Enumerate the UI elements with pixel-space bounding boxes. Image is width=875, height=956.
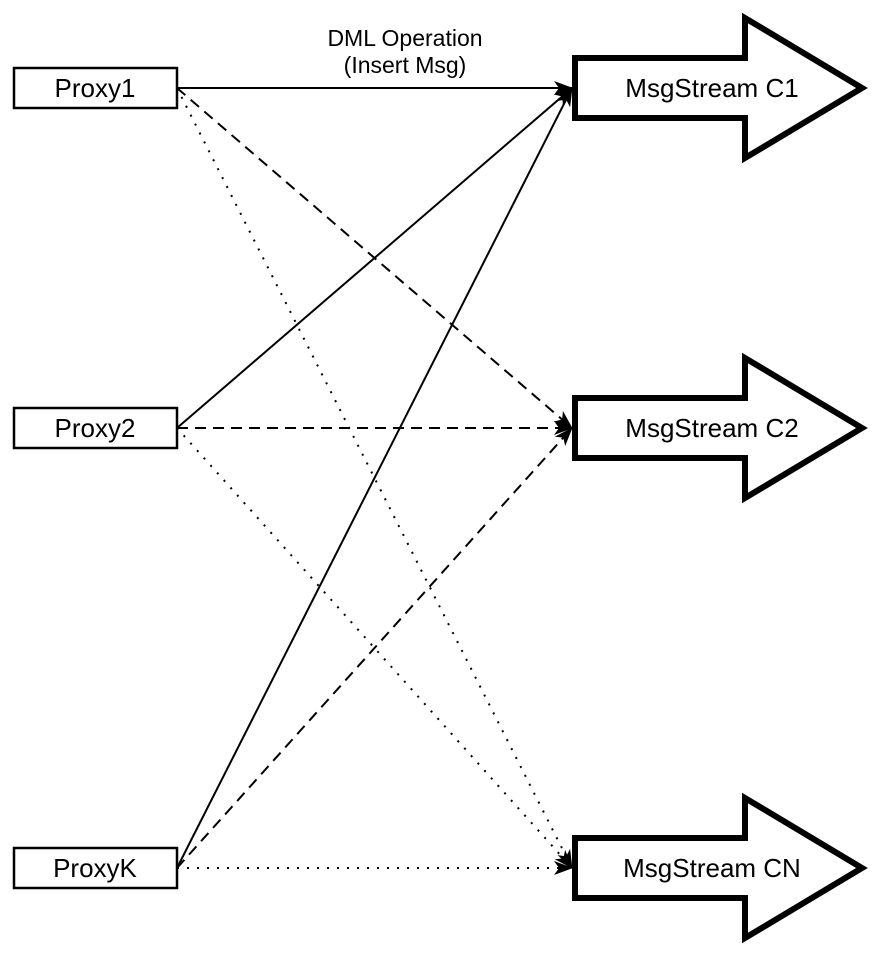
edge-proxyk-to-c2	[176, 427, 573, 869]
proxy-node-proxy1: Proxy1	[12, 66, 179, 110]
c2-label: MsgStream C2	[625, 413, 798, 443]
diagram-title: DML Operation (Insert Msg)	[327, 25, 482, 78]
cn-block-arrow-icon	[572, 792, 868, 944]
stream-arrow-c1: MsgStream C1	[572, 12, 868, 164]
proxy2-label: Proxy2	[55, 413, 136, 443]
proxyk-box	[12, 846, 179, 890]
edge-layer	[176, 81, 573, 875]
stream-arrow-c2: MsgStream C2	[572, 352, 868, 504]
stream-arrow-cn: MsgStream CN	[572, 792, 868, 944]
cn-label: MsgStream CN	[623, 853, 801, 883]
proxy2-box	[12, 406, 179, 450]
proxy1-box	[12, 66, 179, 110]
proxyk-label: ProxyK	[53, 853, 137, 883]
c2-block-arrow-icon	[572, 352, 868, 504]
proxy-node-proxyk: ProxyK	[12, 846, 179, 890]
edge-proxyk-to-c1	[176, 87, 573, 869]
c1-label: MsgStream C1	[625, 73, 798, 103]
title-line-1: DML Operation	[327, 25, 482, 51]
proxy-node-proxy2: Proxy2	[12, 406, 179, 450]
edge-proxy2-to-c1	[176, 87, 573, 429]
title-line-2: (Insert Msg)	[344, 52, 467, 78]
c1-block-arrow-icon	[572, 12, 868, 164]
proxy1-label: Proxy1	[55, 73, 136, 103]
